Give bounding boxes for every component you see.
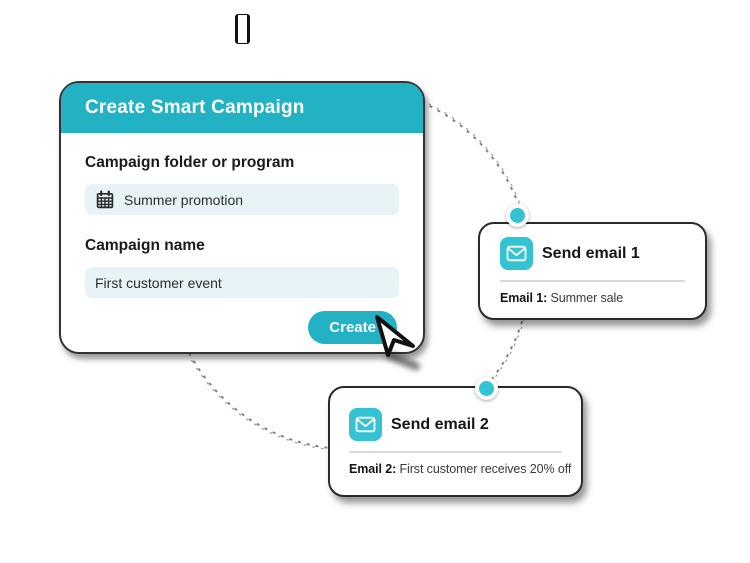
connector-dot-email-2	[475, 377, 498, 400]
campaign-name-label: Campaign name	[85, 237, 205, 254]
step-detail-text: Summer sale	[550, 291, 624, 305]
step-title: Send email 2	[391, 415, 489, 433]
dialog-header: Create Smart Campaign	[61, 83, 423, 133]
campaign-folder-label: Campaign folder or program	[85, 154, 295, 171]
step-detail-label: Email 2:	[349, 462, 397, 476]
step-detail-text: First customer receives 20% off	[399, 462, 572, 476]
calendar-icon	[96, 190, 114, 208]
campaign-name-input[interactable]: First customer event	[85, 267, 399, 298]
divider	[349, 451, 562, 453]
dialog-footer: Create	[85, 311, 399, 344]
send-email-2-card[interactable]: Send email 2 Email 2: First customer rec…	[328, 386, 583, 497]
cursor-arrow-icon	[375, 315, 415, 357]
step-header: Send email 1	[500, 237, 685, 270]
step-title: Send email 1	[542, 244, 640, 262]
envelope-icon	[500, 237, 533, 270]
campaign-folder-input[interactable]: Summer promotion	[85, 184, 399, 215]
campaign-folder-value: Summer promotion	[124, 191, 244, 208]
send-email-1-card[interactable]: Send email 1 Email 1: Summer sale	[478, 222, 707, 320]
campaign-name-value: First customer event	[95, 274, 222, 291]
step-detail-label: Email 1:	[500, 291, 548, 305]
connector-dot-email-1	[506, 204, 529, 227]
step-detail: Email 2: First customer receives 20% off	[349, 462, 571, 476]
pen-tick-mark	[235, 14, 250, 44]
step-header: Send email 2	[349, 408, 562, 441]
divider	[500, 280, 685, 282]
create-smart-campaign-dialog: Create Smart Campaign Campaign folder or…	[59, 81, 425, 354]
step-detail: Email 1: Summer sale	[500, 291, 685, 305]
dialog-body: Campaign folder or program S	[61, 153, 423, 344]
dialog-title: Create Smart Campaign	[85, 97, 305, 118]
envelope-icon	[349, 408, 382, 441]
